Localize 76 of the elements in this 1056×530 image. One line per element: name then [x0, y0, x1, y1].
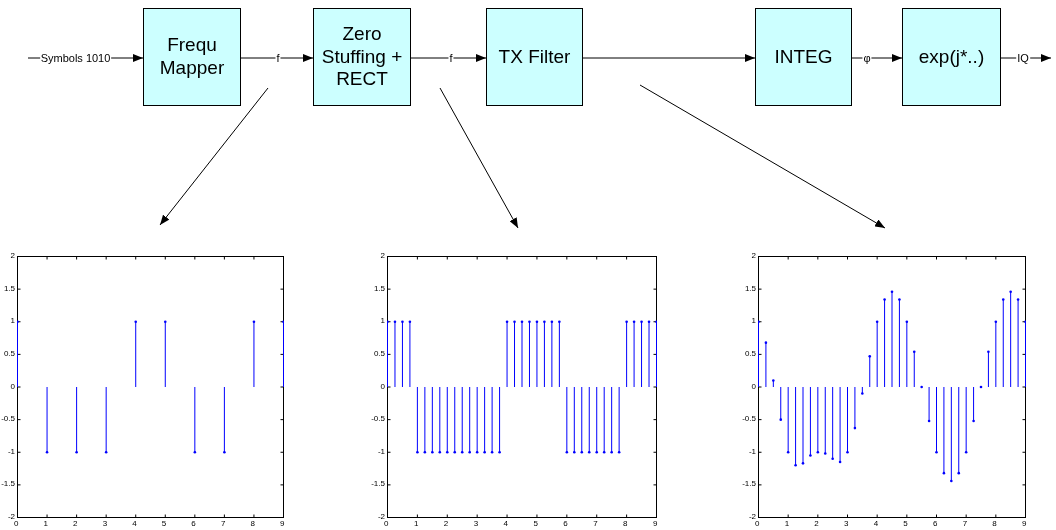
tick-label: 2 — [380, 251, 385, 260]
tick-label: -2 — [748, 512, 756, 521]
process-block: Zero Stuffing + RECT — [313, 8, 411, 106]
tick-label: 0 — [380, 381, 385, 391]
tick-label: -1.5 — [1, 479, 15, 489]
tick-label: -1.5 — [371, 479, 385, 489]
arrow — [851, 54, 903, 62]
tick-label: -0.5 — [371, 414, 385, 424]
edge-label: IQ — [1016, 51, 1030, 65]
tick-label: 8 — [250, 519, 255, 528]
tick-label: 1.5 — [3, 283, 15, 293]
process-block: INTEG — [755, 8, 852, 106]
arrow — [439, 87, 519, 229]
tick-label: 5 — [161, 519, 167, 528]
tick-label: 0 — [384, 519, 389, 528]
tick-label: -2 — [7, 512, 15, 521]
tick-label: 1.5 — [744, 283, 756, 293]
tick-label: -1.5 — [742, 479, 756, 489]
tick-label: 9 — [280, 519, 285, 528]
edge-label: f — [275, 51, 281, 65]
process-block: TX Filter — [486, 8, 583, 106]
tick-label: 5 — [903, 519, 908, 528]
process-block: Frequ Mapper — [143, 8, 241, 106]
tick-label: 1 — [43, 519, 48, 528]
tick-label: 0.5 — [3, 348, 15, 358]
tick-label: 0 — [751, 381, 756, 391]
tick-label: 6 — [191, 519, 196, 528]
tick-label: -2 — [377, 512, 385, 521]
tick-label: 0 — [755, 519, 760, 528]
tick-label: 1 — [751, 316, 756, 326]
tick-label: 4 — [132, 519, 137, 528]
edge-label: Symbols 1010 — [39, 51, 112, 65]
tick-label: 3 — [844, 519, 849, 528]
edge-label: f — [448, 51, 454, 65]
tick-label: 4 — [873, 519, 879, 528]
tick-label: 2 — [73, 519, 78, 528]
process-block: exp(j*..) — [902, 8, 1001, 106]
tick-label: 0.5 — [373, 348, 385, 358]
tick-label: -1 — [7, 446, 15, 456]
tick-label: 2 — [10, 251, 15, 260]
arrow — [639, 84, 886, 229]
tick-label: 6 — [563, 519, 568, 528]
tick-label: 5 — [533, 519, 538, 528]
tick-label: 9 — [653, 519, 658, 528]
arrow — [582, 54, 756, 62]
stem-plot — [17, 256, 284, 518]
stem-plot — [758, 256, 1026, 518]
tick-label: -0.5 — [742, 414, 756, 424]
tick-label: 1 — [380, 316, 385, 326]
tick-label: 1.5 — [373, 283, 385, 293]
tick-label: -1 — [748, 446, 756, 456]
tick-label: 3 — [102, 519, 108, 528]
arrow — [410, 54, 487, 62]
tick-label: -0.5 — [1, 414, 15, 424]
tick-label: 8 — [992, 519, 997, 528]
tick-label: 2 — [814, 519, 819, 528]
tick-label: 0.5 — [744, 348, 756, 358]
tick-label: 2 — [751, 251, 756, 260]
tick-label: 0 — [10, 381, 15, 391]
tick-label: 1 — [10, 316, 15, 326]
tick-label: 1 — [784, 519, 790, 528]
tick-label: 7 — [962, 519, 968, 528]
arrow — [240, 54, 314, 62]
tick-label: 3 — [473, 519, 479, 528]
tick-label: 0 — [14, 519, 19, 528]
tick-label: 2 — [443, 519, 449, 528]
tick-label: 7 — [220, 519, 226, 528]
tick-label: 8 — [623, 519, 628, 528]
tick-label: -1 — [377, 446, 385, 456]
tick-label: 1 — [413, 519, 419, 528]
tick-label: 9 — [1022, 519, 1027, 528]
tick-label: 6 — [933, 519, 938, 528]
tick-label: 7 — [593, 519, 598, 528]
arrow — [159, 87, 269, 226]
tick-label: 4 — [503, 519, 508, 528]
stem-plot — [387, 256, 657, 518]
